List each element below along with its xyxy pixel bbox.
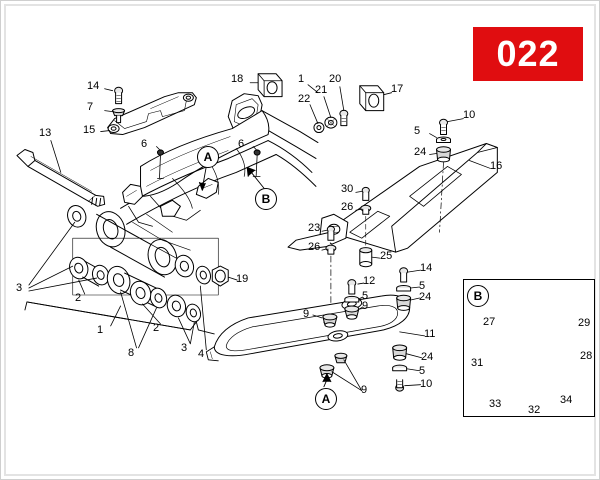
bearing-row [24,204,229,335]
part-12-bolt [347,279,357,295]
part-number-label: 29 [578,317,591,329]
part-number-label: 5 [414,125,421,137]
part-14-bolt-lower [399,267,409,283]
part-number-label: 21 [315,84,328,96]
part-number-label: 1 [97,324,104,336]
part-9-grommet-c [334,352,348,364]
part-number-label: 19 [236,273,249,285]
part-number-label: 9 [361,384,368,396]
part-9-grommet-b [322,313,338,328]
part-number-label: 33 [489,398,502,410]
part-number-label: 28 [580,350,593,362]
part-number-label: 31 [471,357,484,369]
part-number-label: 3 [16,282,23,294]
part-7-washer [112,108,126,124]
part-number-label: 24 [419,291,432,303]
callout-label: A [321,392,331,406]
part-number-label: 5 [419,280,426,292]
part-9-grommet-a [344,305,360,320]
part-number-label: 14 [420,262,433,274]
part-10-bolt-lower [395,379,405,392]
part-number-label: 14 [87,80,100,92]
part-11-chain-slider [205,294,411,362]
part-number-label: 26 [341,201,354,213]
part-26-washer-a [360,204,372,215]
part-number-label: 24 [421,351,434,363]
part-16-chain-guard [287,143,498,253]
part-30-bolt [361,186,370,201]
part-number-label: 24 [414,146,427,158]
part-14-bolt [114,86,124,105]
part-number-label: 11 [424,328,436,340]
part-5-washer-r1 [396,284,412,292]
page-number-text: 022 [496,33,560,74]
page-number-badge: 022 [473,27,583,81]
part-5-washer-upper [436,136,451,144]
part-15-upper-arm [107,92,197,136]
part-number-label: 16 [490,160,503,172]
part-number-label: 2 [153,322,160,334]
part-number-label: 18 [231,73,244,85]
part-number-label: 4 [198,348,205,360]
part-number-label: 8 [128,347,135,359]
part-5-washer-mid [344,295,360,303]
part-number-label: 13 [39,127,52,139]
part-number-label: 9 [303,308,310,320]
part-number-label: 34 [560,394,573,406]
part-number-label: 1 [298,73,305,85]
part-5-washer-r2 [392,364,408,372]
callout-label: B [473,289,483,303]
part-number-label: 20 [329,73,342,85]
part-number-label: 2 [75,292,82,304]
part-number-label: 6 [238,138,245,150]
part-10-bolt-upper [439,118,448,136]
part-number-label: 22 [298,93,311,105]
callout-label: A [203,150,213,164]
part-number-label: 26 [308,241,321,253]
part-9-grommet-d [319,364,335,379]
part-26-washer-b [325,244,337,255]
callout-label: B [261,192,271,206]
part-number-label: 10 [463,109,476,121]
part-number-label: 5 [362,290,369,302]
part-number-label: 10 [420,378,433,390]
part-6-bolt-right [252,149,261,177]
part-number-label: 12 [363,275,376,287]
callout-b-upper[interactable]: B [255,188,277,210]
part-number-label: 25 [380,250,393,262]
part-number-label: 27 [483,316,496,328]
part-number-label: 7 [87,101,94,113]
part-number-label: 5 [419,365,426,377]
part-number-label: 9 [362,300,369,312]
part-13-pivot-shaft [16,149,106,207]
part-24-bushing-r2 [392,344,408,361]
part-24-bushing-upper [436,146,451,163]
part-number-label: 30 [341,183,354,195]
part-21-washer [324,116,338,129]
part-25-spacer [359,247,373,268]
callout-b-inset[interactable]: B [467,285,489,307]
part-24-bushing-r1 [396,294,412,311]
part-number-label: 17 [391,83,404,95]
part-number-label: 15 [83,124,96,136]
part-number-label: 32 [528,404,541,416]
part-22-washer [313,122,325,134]
part-number-label: 23 [308,222,321,234]
callout-a-upper[interactable]: A [197,146,219,168]
part-number-label: 3 [181,342,188,354]
part-18-chain-slider-block [257,73,283,98]
part-17-block [359,85,385,112]
part-20-bolt [339,109,349,127]
part-number-label: 6 [141,138,148,150]
callout-a-lower[interactable]: A [315,388,337,410]
part-23-bolt [326,225,335,241]
part-6-bolt-left [156,149,164,179]
